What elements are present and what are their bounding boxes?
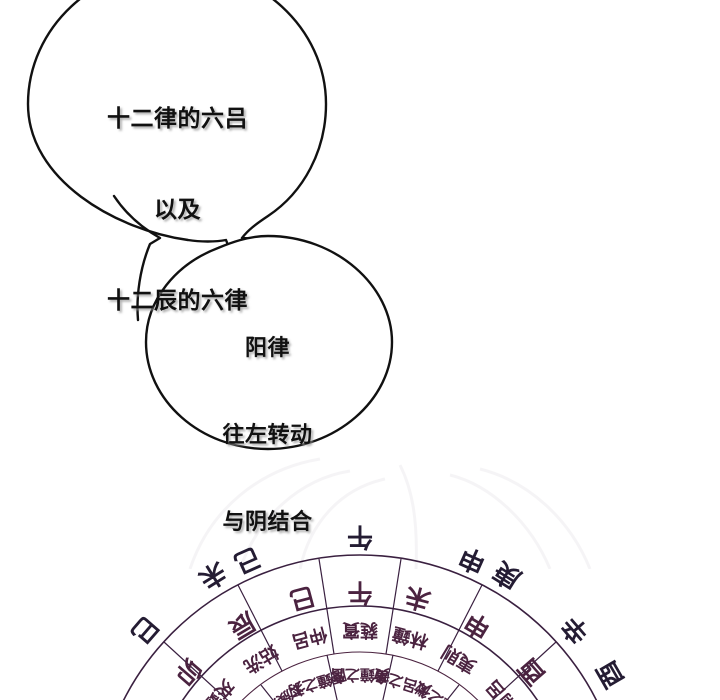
ring-outer (122, 554, 598, 700)
svg-text:辛: 辛 (555, 610, 595, 650)
svg-text:林鐘: 林鐘 (390, 623, 430, 654)
svg-text:姑洗: 姑洗 (240, 640, 282, 677)
bubble-1-line-3: 十二辰的六律 (107, 286, 248, 313)
svg-text:酉: 酉 (512, 653, 550, 691)
svg-text:己: 己 (229, 540, 265, 578)
svg-text:蕤賓: 蕤賓 (342, 619, 378, 641)
svg-text:巳: 巳 (124, 610, 164, 649)
svg-text:申: 申 (459, 606, 495, 644)
bubble-2-line-1: 阳律 (244, 335, 290, 361)
svg-text:庚: 庚 (488, 555, 526, 595)
svg-text:太簇之商: 太簇之商 (249, 678, 309, 700)
cosmological-wheel: 午 己 未 申 庚 巳 辛 酉 午 巳 未 辰 申 卯 酉 (0, 455, 720, 700)
svg-text:未: 未 (402, 581, 434, 615)
svg-text:夷則: 夷則 (438, 640, 481, 678)
svg-text:辰: 辰 (224, 606, 260, 644)
bubble-2-line-2: 往左转动 (222, 422, 313, 448)
svg-text:午: 午 (347, 578, 372, 607)
svg-text:夾鐘之徵: 夾鐘之徵 (410, 677, 471, 700)
ring-branch-inner (241, 651, 479, 700)
svg-text:未: 未 (193, 555, 231, 594)
svg-text:巳: 巳 (286, 581, 318, 615)
svg-text:午: 午 (347, 521, 373, 552)
ring-2-labels: 蕤賓 仲呂 林鐘 姑洗 夷則 夾鐘 南呂 太簇 無射 (198, 619, 521, 700)
scan-ghost-watermark (188, 457, 592, 569)
bubble-1-text: 十二律的六吕 以及 十二辰的六律 (40, 42, 315, 376)
wheel-svg: 午 己 未 申 庚 巳 辛 酉 午 巳 未 辰 申 卯 酉 (122, 521, 631, 700)
ring-branch-outer (181, 605, 539, 700)
svg-text:仲呂: 仲呂 (289, 623, 329, 654)
bubble-1-line-2: 以及 (154, 195, 201, 222)
svg-text:黃鐘之宮: 黃鐘之宮 (330, 666, 390, 684)
svg-text:申: 申 (455, 540, 491, 578)
bubble-2-text: 阳律 往左转动 与阴结合 (160, 275, 375, 594)
bubble-1-line-1: 十二律的六吕 (107, 104, 248, 131)
svg-text:酉: 酉 (592, 655, 631, 693)
wheel-spokes (163, 558, 557, 700)
bubble-2-line-3: 与阴结合 (222, 509, 313, 535)
svg-text:卯: 卯 (169, 653, 207, 691)
